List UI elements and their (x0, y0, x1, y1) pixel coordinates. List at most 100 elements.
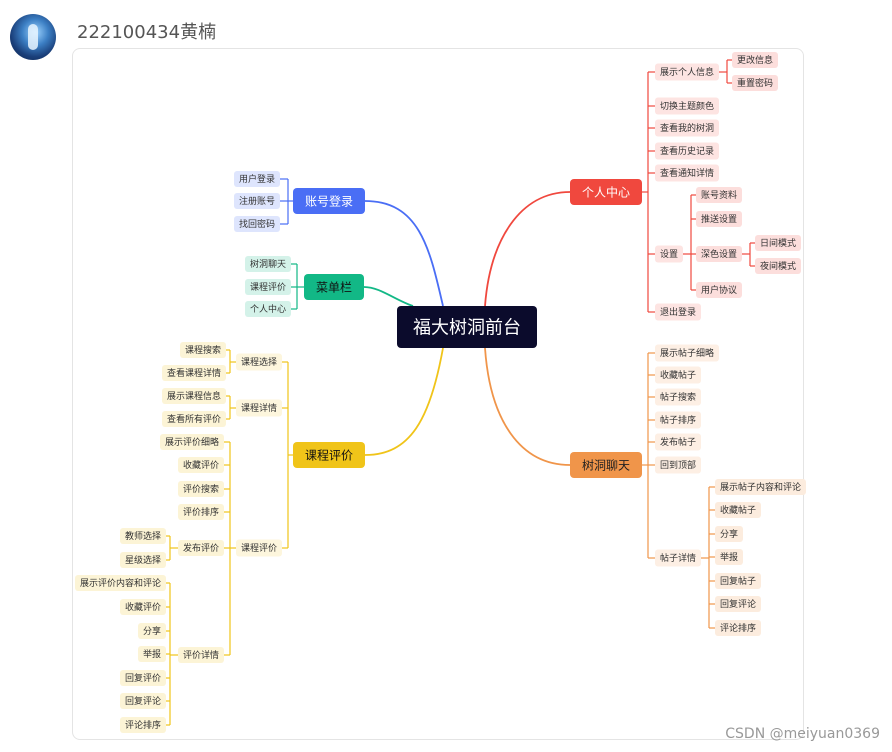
leaf-node[interactable]: 找回密码 (234, 216, 280, 232)
leaf-node[interactable]: 退出登录 (655, 303, 701, 321)
node-box (293, 442, 365, 468)
leaf-node[interactable]: 收藏评价 (120, 599, 166, 615)
leaf-node[interactable]: 课程搜索 (180, 342, 226, 358)
leaf-node[interactable]: 重置密码 (732, 75, 778, 91)
leaf-node[interactable]: 回复评论 (120, 693, 166, 709)
leaf-node[interactable]: 查看我的树洞 (655, 119, 719, 137)
node-box (304, 274, 364, 300)
node-label: 课程搜索 (185, 344, 221, 356)
node-label: 查看课程详情 (167, 367, 221, 379)
leaf-node[interactable]: 收藏帖子 (715, 502, 761, 518)
leaf-node[interactable]: 查看历史记录 (655, 142, 719, 160)
node-label: 教师选择 (125, 530, 161, 542)
branch-node[interactable]: 菜单栏 (304, 274, 364, 300)
node-label: 课程详情 (241, 402, 277, 414)
leaf-node[interactable]: 回复帖子 (715, 573, 761, 589)
leaf-node[interactable]: 举报 (138, 646, 166, 662)
leaf-node[interactable]: 举报 (715, 549, 743, 565)
username[interactable]: 222100434黄楠 (77, 22, 217, 43)
leaf-node[interactable]: 帖子搜索 (655, 388, 701, 406)
leaf-node[interactable]: 收藏评价 (178, 457, 224, 473)
leaf-node[interactable]: 更改信息 (732, 52, 778, 68)
leaf-node[interactable]: 展示课程信息 (162, 388, 226, 404)
leaf-node[interactable]: 评价搜索 (178, 481, 224, 497)
leaf-node[interactable]: 夜间模式 (755, 258, 801, 274)
node-box (696, 187, 742, 203)
node-label: 夜间模式 (760, 260, 796, 272)
node-label: 重置密码 (737, 77, 773, 89)
leaf-node[interactable]: 账号资料 (696, 187, 742, 203)
branch-node[interactable]: 树洞聊天 (570, 452, 642, 478)
subbranch-node[interactable]: 展示个人信息 (655, 63, 719, 81)
leaf-node[interactable]: 帖子排序 (655, 411, 701, 429)
leaf-node[interactable]: 分享 (715, 526, 743, 542)
leaf-node[interactable]: 星级选择 (120, 552, 166, 568)
connector-line (484, 191, 571, 307)
leaf-node[interactable]: 查看课程详情 (162, 365, 226, 381)
node-label: 课程评价 (241, 543, 277, 554)
leaf-node[interactable]: 收藏帖子 (655, 366, 701, 384)
leaf-node[interactable]: 展示评价内容和评论 (75, 575, 166, 591)
leaf-node[interactable]: 查看所有评价 (162, 411, 226, 427)
avatar[interactable] (10, 14, 56, 60)
node-box (162, 411, 226, 427)
leaf-node[interactable]: 课程评价 (245, 279, 291, 295)
node-label: 查看我的树洞 (660, 122, 714, 134)
node-box (655, 245, 683, 263)
node-label: 帖子排序 (660, 414, 696, 426)
leaf-node[interactable]: 评论排序 (715, 620, 761, 636)
node-box (178, 504, 224, 520)
leaf-node[interactable]: 切换主题颜色 (655, 97, 719, 115)
subbranch-node[interactable]: 课程选择 (236, 353, 282, 371)
node-box (755, 258, 801, 274)
leaf-node[interactable]: 推送设置 (696, 211, 742, 227)
branch-node[interactable]: 个人中心 (570, 179, 642, 205)
leaf-node[interactable]: 展示帖子内容和评论 (715, 479, 806, 495)
leaf-node[interactable]: 发布帖子 (655, 433, 701, 451)
leaf-node[interactable]: 展示评价细略 (160, 434, 224, 450)
node-box (655, 97, 719, 115)
leaf-node[interactable]: 查看通知详情 (655, 164, 719, 182)
node-box (138, 646, 166, 662)
leaf-node[interactable]: 个人中心 (245, 301, 291, 317)
node-box (755, 235, 801, 251)
node-box (655, 456, 701, 474)
leaf-node[interactable]: 日间模式 (755, 235, 801, 251)
leaf-node[interactable]: 用户协议 (696, 282, 742, 298)
node-box (120, 670, 166, 686)
node-box (715, 526, 743, 542)
leaf-node[interactable]: 回复评价 (120, 670, 166, 686)
node-box (715, 549, 743, 565)
node-box (655, 63, 719, 81)
leaf-node[interactable]: 回复评论 (715, 596, 761, 612)
subbranch-node[interactable]: 评价详情 (178, 647, 224, 663)
branch-node[interactable]: 账号登录 (293, 188, 365, 214)
node-box (655, 119, 719, 137)
node-box (120, 717, 166, 733)
subbranch-node[interactable]: 设置 (655, 245, 683, 263)
leaf-node[interactable]: 注册账号 (234, 193, 280, 209)
node-box (162, 365, 226, 381)
node-box (120, 552, 166, 568)
subbranch-node[interactable]: 发布评价 (178, 540, 224, 556)
leaf-node[interactable]: 评价排序 (178, 504, 224, 520)
node-box (120, 599, 166, 615)
leaf-node[interactable]: 展示帖子细略 (655, 344, 719, 362)
node-box (715, 596, 761, 612)
subbranch-node[interactable]: 课程评价 (236, 539, 282, 557)
leaf-node[interactable]: 评论排序 (120, 717, 166, 733)
leaf-node[interactable]: 教师选择 (120, 528, 166, 544)
subbranch-node[interactable]: 课程详情 (236, 399, 282, 417)
root-node[interactable]: 福大树洞前台 (397, 306, 537, 348)
node-box (655, 411, 701, 429)
node-box (120, 693, 166, 709)
leaf-node[interactable]: 回到顶部 (655, 456, 701, 474)
subbranch-node[interactable]: 帖子详情 (655, 549, 701, 567)
subbranch-node[interactable]: 深色设置 (696, 246, 742, 262)
branch-node[interactable]: 课程评价 (293, 442, 365, 468)
node-label: 退出登录 (660, 306, 696, 318)
leaf-node[interactable]: 分享 (138, 623, 166, 639)
node-label: 用户协议 (701, 284, 737, 296)
leaf-node[interactable]: 用户登录 (234, 171, 280, 187)
leaf-node[interactable]: 树洞聊天 (245, 256, 291, 272)
